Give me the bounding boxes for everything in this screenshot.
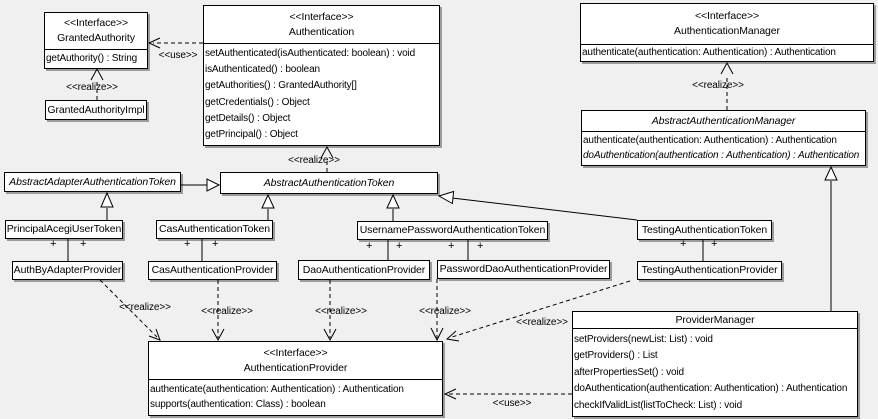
class-header: ProviderManager bbox=[573, 312, 857, 329]
method-label: afterPropertiesSet() : void bbox=[574, 366, 684, 378]
class-auth-by-adapter-provider[interactable]: AuthByAdapterProvider bbox=[12, 261, 123, 280]
class-name: TestingAuthenticationProvider bbox=[641, 264, 778, 276]
realize-stereotype-label: <<realize>> bbox=[119, 302, 171, 313]
method-label: getProviders() : List bbox=[574, 350, 658, 361]
class-name: CasAuthenticationProvider bbox=[151, 264, 274, 276]
method-compartment: authenticate(authentication: Authenticat… bbox=[581, 45, 873, 61]
method-compartment: getAuthority() : String bbox=[45, 50, 147, 68]
class-cas-authentication-token[interactable]: CasAuthenticationToken bbox=[156, 220, 273, 239]
generalization-casauthenticationtoken bbox=[261, 193, 275, 220]
class-testing-authentication-token[interactable]: TestingAuthenticationToken bbox=[637, 220, 772, 240]
class-name: PrincipalAcegiUserToken bbox=[6, 223, 122, 235]
method-label: getPrincipal() : Object bbox=[205, 128, 298, 140]
method-compartment: authenticate(authentication: Authenticat… bbox=[582, 132, 865, 165]
generalization-principalacegiusertoken bbox=[100, 191, 114, 220]
class-name: AbstractAuthenticationManager bbox=[651, 114, 796, 127]
class-name: GrantedAuthority bbox=[57, 32, 135, 44]
abstract-method-label: doAuthentication(authentication : Authen… bbox=[583, 150, 860, 161]
class-header: <<Interface>> GrantedAuthority bbox=[45, 13, 147, 50]
class-header: <<Interface>> AuthenticationProvider bbox=[149, 342, 442, 380]
class-abstract-authentication-manager[interactable]: AbstractAuthenticationManager authentica… bbox=[581, 110, 866, 166]
class-name: ProviderManager bbox=[675, 314, 755, 326]
class-header: <<Interface>> Authentication bbox=[204, 6, 439, 44]
class-name: AuthenticationManager bbox=[674, 25, 780, 37]
method-label: setProviders(newList: List) : void bbox=[574, 333, 713, 345]
class-abstract-adapter-authentication-token[interactable]: AbstractAdapterAuthenticationToken bbox=[4, 172, 181, 192]
class-authentication-manager[interactable]: <<Interface>> AuthenticationManager auth… bbox=[580, 3, 874, 62]
class-cas-authentication-provider[interactable]: CasAuthenticationProvider bbox=[148, 261, 277, 280]
multiplicity-label: + bbox=[477, 240, 484, 252]
method-label: setAuthenticated(isAuthenticated: boolea… bbox=[205, 48, 416, 60]
generalization-testingauthenticationtoken bbox=[437, 190, 638, 221]
class-authentication[interactable]: <<Interface>> Authentication setAuthenti… bbox=[203, 5, 440, 146]
method-label: getAuthority() : String bbox=[46, 53, 138, 64]
realize-stereotype-label: <<realize>> bbox=[516, 317, 568, 328]
class-abstract-authentication-token[interactable]: AbstractAuthenticationToken bbox=[220, 172, 438, 194]
use-dependency-authentication-grantedauthority bbox=[147, 37, 203, 49]
class-name: AuthenticationProvider bbox=[243, 361, 348, 374]
realize-stereotype-label: <<realize>> bbox=[66, 82, 118, 93]
class-header: <<Interface>> AuthenticationManager bbox=[581, 4, 873, 45]
multiplicity-label: + bbox=[212, 238, 219, 250]
class-dao-authentication-provider[interactable]: DaoAuthenticationProvider bbox=[298, 260, 430, 280]
class-authentication-provider[interactable]: <<Interface>> AuthenticationProvider aut… bbox=[148, 341, 443, 416]
method-label: supports(authentication: Class) : boolea… bbox=[150, 399, 326, 411]
realize-stereotype-label: <<realize>> bbox=[419, 306, 471, 317]
multiplicity-label: + bbox=[448, 240, 455, 252]
generalization-usernamepasswordtoken bbox=[386, 193, 400, 221]
class-granted-authority[interactable]: <<Interface>> GrantedAuthority getAuthor… bbox=[44, 12, 148, 69]
realize-stereotype-label: <<realize>> bbox=[692, 80, 744, 91]
class-name: Authentication bbox=[288, 25, 355, 38]
realize-stereotype-label: <<realize>> bbox=[288, 155, 340, 166]
realize-stereotype-label: <<realize>> bbox=[315, 306, 367, 317]
class-granted-authority-impl[interactable]: GrantedAuthorityImpl bbox=[45, 100, 147, 120]
method-label: authenticate(authentication: Authenticat… bbox=[582, 47, 836, 58]
class-provider-manager[interactable]: ProviderManager setProviders(newList: Li… bbox=[572, 311, 858, 417]
class-name: AbstractAuthenticationToken bbox=[263, 176, 395, 189]
class-testing-authentication-provider[interactable]: TestingAuthenticationProvider bbox=[637, 261, 782, 280]
multiplicity-label: + bbox=[711, 238, 718, 250]
class-name: TestingAuthenticationToken bbox=[641, 223, 768, 236]
generalization-providermanager bbox=[824, 165, 838, 311]
method-label: doAuthentication(authentication: Authent… bbox=[574, 383, 848, 394]
method-compartment: authenticate(authentication: Authenticat… bbox=[149, 380, 442, 415]
method-label: getCredentials() : Object bbox=[205, 96, 310, 108]
class-name: PasswordDaoAuthenticationProvider bbox=[439, 263, 608, 275]
use-stereotype-label: <<use>> bbox=[158, 50, 198, 61]
class-name: AbstractAdapterAuthenticationToken bbox=[9, 175, 176, 188]
method-label: isAuthenticated() : boolean bbox=[205, 64, 320, 76]
class-principal-acegi-user-token[interactable]: PrincipalAcegiUserToken bbox=[5, 220, 123, 239]
generalization-abstractadapter-abstracttoken bbox=[181, 178, 221, 192]
multiplicity-label: + bbox=[396, 240, 403, 252]
method-compartment: setProviders(newList: List) : void getPr… bbox=[573, 329, 857, 416]
class-name: GrantedAuthorityImpl bbox=[47, 103, 145, 116]
multiplicity-label: + bbox=[50, 238, 57, 250]
class-username-password-authentication-token[interactable]: UsernamePasswordAuthenticationToken bbox=[357, 221, 548, 240]
class-name: AuthByAdapterProvider bbox=[13, 264, 122, 276]
method-label: getDetails() : Object bbox=[205, 112, 291, 124]
method-label: getAuthorities() : GrantedAuthority[] bbox=[205, 80, 357, 92]
realize-stereotype-label: <<realize>> bbox=[201, 306, 253, 317]
method-label: checkIfValidList(listToCheck: List) : vo… bbox=[574, 399, 743, 411]
interface-stereotype: <<Interface>> bbox=[63, 17, 129, 29]
use-stereotype-label: <<use>> bbox=[492, 398, 532, 409]
class-header: AbstractAuthenticationManager bbox=[582, 111, 865, 132]
multiplicity-label: + bbox=[184, 238, 191, 250]
method-label: authenticate(authentication: Authenticat… bbox=[583, 135, 837, 146]
interface-stereotype: <<Interface>> bbox=[289, 10, 354, 23]
multiplicity-label: + bbox=[80, 238, 87, 250]
class-name: UsernamePasswordAuthenticationToken bbox=[359, 224, 546, 236]
method-label: authenticate(authentication: Authenticat… bbox=[150, 383, 404, 395]
multiplicity-label: + bbox=[680, 238, 687, 250]
multiplicity-label: + bbox=[366, 240, 373, 252]
class-name: CasAuthenticationToken bbox=[158, 223, 271, 235]
interface-stereotype: <<Interface>> bbox=[263, 346, 328, 359]
interface-stereotype: <<Interface>> bbox=[694, 10, 760, 22]
class-password-dao-authentication-provider[interactable]: PasswordDaoAuthenticationProvider bbox=[437, 260, 610, 279]
method-compartment: setAuthenticated(isAuthenticated: boolea… bbox=[204, 44, 439, 145]
class-name: DaoAuthenticationProvider bbox=[302, 263, 426, 276]
